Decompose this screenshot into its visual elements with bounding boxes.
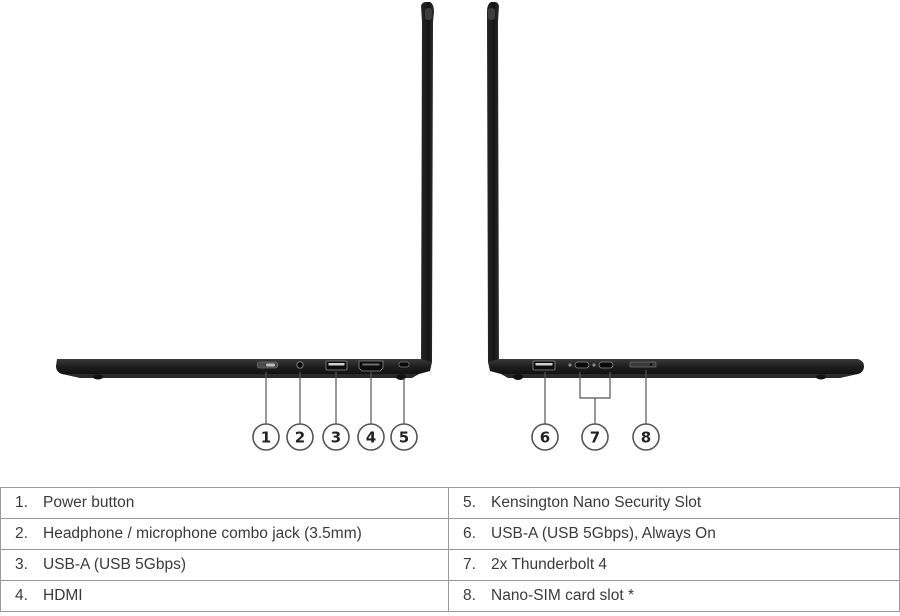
legend-label: 2x Thunderbolt 4 <box>491 556 608 573</box>
ports-legend-table: 1. Power button 5. Kensington Nano Securit… <box>0 487 900 612</box>
left-laptop-lid-hinge-top <box>425 8 432 20</box>
legend-cell-kensington-slot: 5. Kensington Nano Security Slot <box>448 487 900 519</box>
legend-number: 8. <box>463 587 476 604</box>
callout-7-number: 7 <box>590 429 600 447</box>
callout-1: 1 <box>252 423 280 451</box>
legend-label: Nano-SIM card slot * <box>491 587 634 604</box>
legend-cell-usb-a: 3. USB-A (USB 5Gbps) <box>0 549 449 581</box>
callouts: 1 2 3 4 5 6 7 8 <box>252 423 660 451</box>
callout-6: 6 <box>531 423 559 451</box>
nano-sim-slot-port <box>629 361 657 368</box>
thunderbolt-port-2 <box>598 361 614 369</box>
callout-8: 8 <box>632 423 660 451</box>
legend-label: USB-A (USB 5Gbps), Always On <box>491 525 716 542</box>
callout-1-number: 1 <box>261 429 271 447</box>
callout-5: 5 <box>390 423 418 451</box>
legend-number: 7. <box>463 556 476 573</box>
legend-label: Kensington Nano Security Slot <box>491 494 702 511</box>
laptop-right-side-view <box>487 2 864 380</box>
thunderbolt-port-1 <box>574 361 590 369</box>
table-row: 3. USB-A (USB 5Gbps) 7. 2x Thunderbolt 4 <box>0 549 900 581</box>
legend-cell-hdmi: 4. HDMI <box>0 580 449 612</box>
right-laptop-base-underside <box>501 374 858 378</box>
right-laptop-foot-back <box>513 374 523 380</box>
callout-3-number: 3 <box>331 429 341 447</box>
left-laptop-lid <box>421 2 434 370</box>
legend-number: 1. <box>15 494 28 511</box>
legend-number: 3. <box>15 556 28 573</box>
legend-cell-power-button: 1. Power button <box>0 487 449 519</box>
callout-8-number: 8 <box>641 429 651 447</box>
kensington-slot-port <box>398 361 410 368</box>
leader-lines <box>265 370 647 424</box>
laptop-left-side-view <box>56 2 434 380</box>
legend-cell-nano-sim: 8. Nano-SIM card slot * <box>448 580 900 612</box>
right-laptop-lid <box>487 2 499 370</box>
thunderbolt-icon-1 <box>568 363 572 367</box>
callout-2-number: 2 <box>295 429 305 447</box>
callout-6-number: 6 <box>540 429 550 447</box>
legend-number: 5. <box>463 494 476 511</box>
legend-label: Power button <box>43 494 135 511</box>
legend-cell-usb-a-always-on: 6. USB-A (USB 5Gbps), Always On <box>448 518 900 550</box>
legend-cell-thunderbolt: 7. 2x Thunderbolt 4 <box>448 549 900 581</box>
legend-cell-headphone-jack: 2. Headphone / microphone combo jack (3.5… <box>0 518 449 550</box>
thunderbolt-icon-2 <box>592 363 596 367</box>
table-row: 1. Power button 5. Kensington Nano Securit… <box>0 487 900 519</box>
table-row: 2. Headphone / microphone combo jack (3.5… <box>0 518 900 550</box>
legend-number: 4. <box>15 587 28 604</box>
left-laptop-base-underside <box>62 374 419 378</box>
hdmi-port <box>358 360 384 372</box>
callout-4-number: 4 <box>366 429 376 447</box>
right-laptop-foot-front <box>816 374 826 380</box>
callout-2: 2 <box>286 423 314 451</box>
legend-number: 2. <box>15 525 28 542</box>
laptop-ports-diagram: 1 2 3 4 5 6 7 8 <box>56 2 864 451</box>
legend-number: 6. <box>463 525 476 542</box>
legend-label: Headphone / microphone combo jack (3.5mm… <box>43 525 362 542</box>
table-row: 4. HDMI 8. Nano-SIM card slot * <box>0 580 900 612</box>
callout-7: 7 <box>581 423 609 451</box>
headphone-jack-port <box>296 361 304 369</box>
right-laptop-lid-hinge-top <box>488 8 495 20</box>
legend-label: HDMI <box>43 587 83 604</box>
left-laptop-foot-front <box>93 374 103 380</box>
callout-3: 3 <box>322 423 350 451</box>
callout-5-number: 5 <box>399 429 409 447</box>
callout-4: 4 <box>357 423 385 451</box>
legend-label: USB-A (USB 5Gbps) <box>43 556 186 573</box>
